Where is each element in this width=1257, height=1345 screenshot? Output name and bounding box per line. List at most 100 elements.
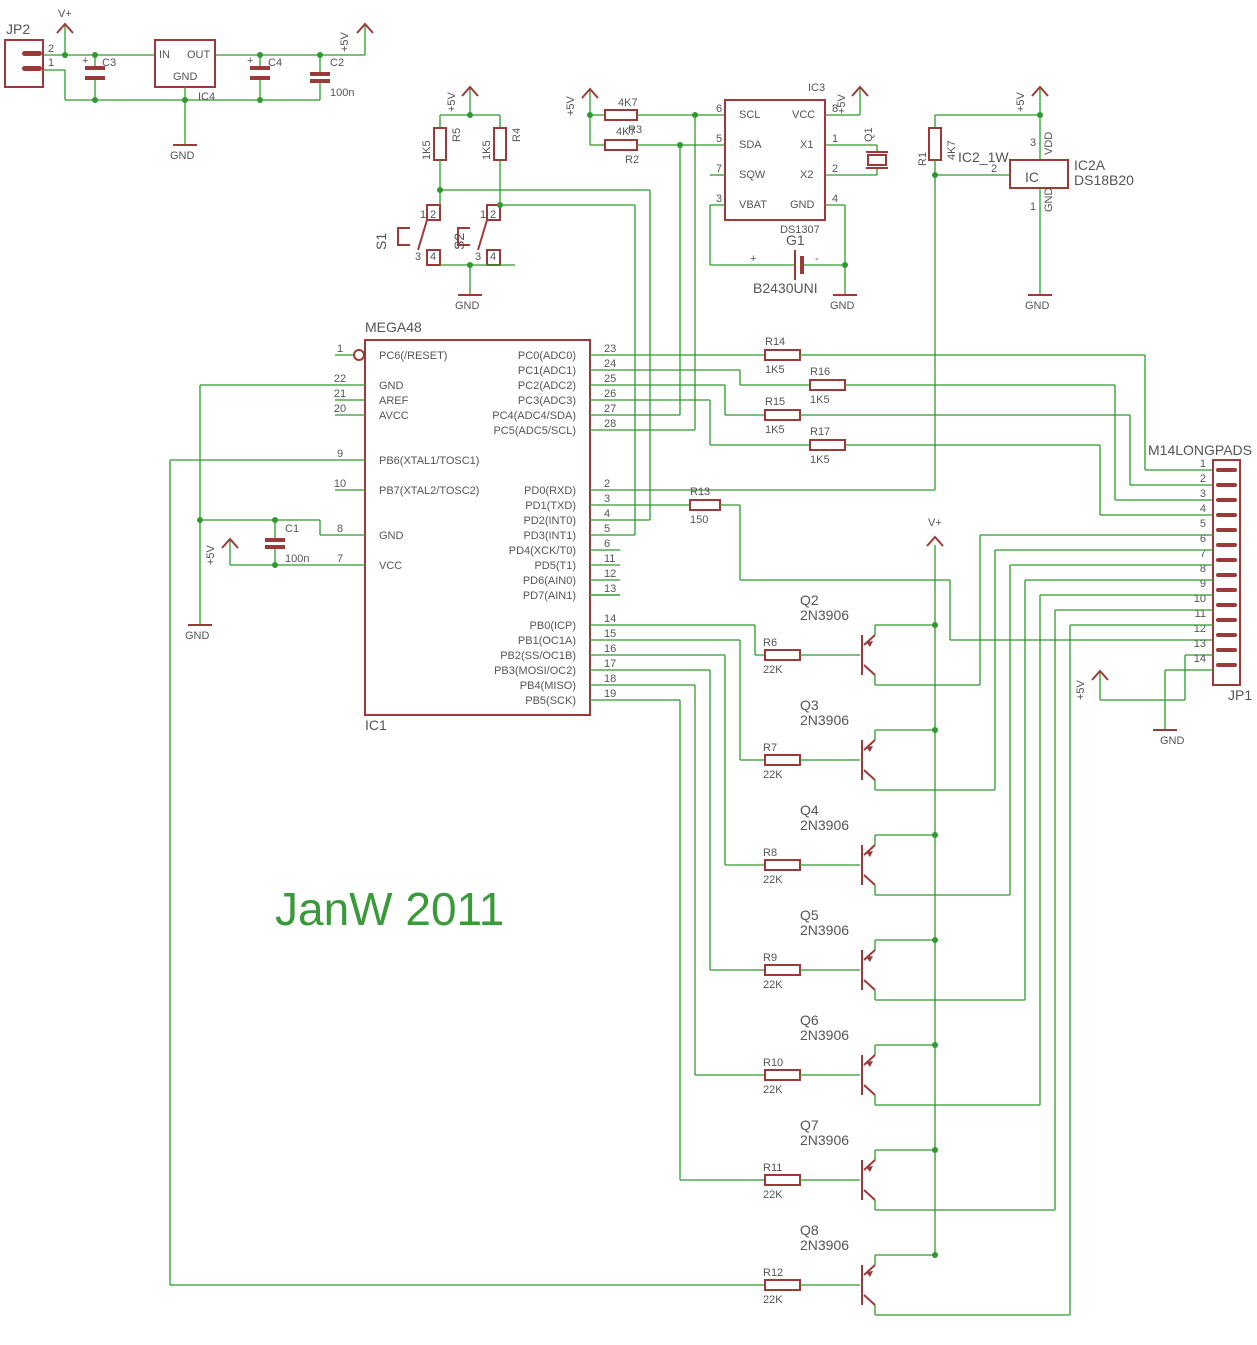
plus5v-symbol xyxy=(1091,669,1109,681)
r5-value: 1K5 xyxy=(421,140,433,160)
mcu-pin-name: PD2(INT0) xyxy=(523,515,576,527)
jp1-pin-number: 10 xyxy=(1194,593,1206,605)
ic3-pin-vbat: VBAT xyxy=(739,199,767,211)
mcu-pin-number: 26 xyxy=(604,388,616,400)
jp1-label: JP1 xyxy=(1228,687,1252,703)
pin-number: 3 xyxy=(415,251,421,263)
mcu-pin-number: 5 xyxy=(604,523,610,535)
ic3-pin-scl: SCL xyxy=(739,109,760,121)
ic2-gnd: GND xyxy=(1043,188,1055,213)
mcu-body xyxy=(364,339,591,716)
s1-lever xyxy=(417,219,428,251)
pin-number: 3 xyxy=(475,251,481,263)
ic2-part: DS18B20 xyxy=(1074,172,1134,188)
base-resistor-label: R9 xyxy=(763,952,777,964)
reset-inverter-bubble xyxy=(353,349,365,361)
pin-number: 6 xyxy=(716,103,722,115)
base-resistor-value: 22K xyxy=(763,874,783,886)
base-resistor xyxy=(764,754,801,766)
pin-number: 5 xyxy=(716,133,722,145)
jp2-pad xyxy=(22,66,42,71)
c2-label: C2 xyxy=(330,57,344,69)
q1-crystal xyxy=(867,154,887,166)
base-resistor xyxy=(764,1174,801,1186)
pin-number: 8 xyxy=(832,103,838,115)
jp1-pin-number: 1 xyxy=(1200,458,1206,470)
r13-label: R13 xyxy=(690,486,710,498)
jp1-pin-pad xyxy=(1216,633,1237,637)
jp1-pin-pad xyxy=(1216,558,1237,562)
pnp-emitter-arrow xyxy=(866,1061,873,1067)
r2-label: R2 xyxy=(625,154,639,166)
mcu-pin-name: PD3(INT1) xyxy=(523,530,576,542)
pnp-emitter-arrow xyxy=(866,851,873,857)
ic4-in-label: IN xyxy=(159,49,170,61)
jp1-pin-number: 4 xyxy=(1200,503,1206,515)
mcu-pin-number: 21 xyxy=(334,388,346,400)
gnd-label: GND xyxy=(1025,300,1050,312)
ic4-label: IC4 xyxy=(198,91,215,103)
mcu-label: IC1 xyxy=(365,717,387,733)
transistor-label: Q2 xyxy=(800,592,819,608)
jp1-pin-pad xyxy=(1216,573,1237,577)
r3-resistor xyxy=(604,109,638,121)
mcu-pin-number: 7 xyxy=(337,553,343,565)
base-resistor xyxy=(764,649,801,661)
r4-resistor xyxy=(493,127,507,161)
base-resistor-value: 22K xyxy=(763,1294,783,1306)
mcu-pin-name: PD1(TXD) xyxy=(525,500,576,512)
base-resistor-label: R11 xyxy=(763,1162,782,1174)
transistor-part: 2N3906 xyxy=(800,922,849,938)
mcu-pin-number: 10 xyxy=(334,478,346,490)
pin-number: 2 xyxy=(490,209,496,221)
jp1-pin-pad xyxy=(1216,498,1237,502)
mcu-pin-number: 8 xyxy=(337,523,343,535)
ic2a-label: IC2A xyxy=(1074,157,1106,173)
r13-value: 150 xyxy=(690,514,708,526)
mcu-pin-name: GND xyxy=(379,530,404,542)
mcu-pin-number: 22 xyxy=(334,373,346,385)
pin-number: 2 xyxy=(991,163,997,175)
mcu-pin-name: PD0(RXD) xyxy=(524,485,576,497)
s2-box xyxy=(486,204,501,221)
gnd-label: GND xyxy=(1160,735,1185,747)
jp1-pin-pad xyxy=(1216,663,1237,667)
temp-sensor-block: +5V R1 4K7 IC IC2_1W IC2A DS18B20 VDD GN… xyxy=(917,85,1134,490)
jp1-pin-number: 9 xyxy=(1200,578,1206,590)
mcu-pin-name: PD6(AIN0) xyxy=(523,575,576,587)
jp1-pin-number: 5 xyxy=(1200,518,1206,530)
c3-label: C3 xyxy=(102,57,116,69)
jp1-pin-number: 8 xyxy=(1200,563,1206,575)
pin-number: 4 xyxy=(430,251,436,263)
mcu-pin-name: AVCC xyxy=(379,410,409,422)
mcu-pin-number: 25 xyxy=(604,373,616,385)
mcu-pin-name: PD4(XCK/T0) xyxy=(509,545,576,557)
base-resistor-value: 22K xyxy=(763,1189,783,1201)
plus5v-label: +5V xyxy=(565,95,577,116)
polarity-mark: + xyxy=(750,253,756,265)
pnp-emitter-arrow xyxy=(866,1166,873,1172)
base-resistor-label: R8 xyxy=(763,847,777,859)
jp1-pin-pad xyxy=(1216,543,1237,547)
s2-actuator xyxy=(457,227,470,246)
jp1-pin-number: 7 xyxy=(1200,548,1206,560)
c1-plate xyxy=(265,538,285,542)
adc-resistor-label: R15 xyxy=(765,396,785,408)
switch-block: +5V 1K5 R5 1K5 R4 S1 1 2 3 4 S2 1 2 3 xyxy=(373,85,651,535)
jp1-body xyxy=(1212,459,1241,686)
s2-label: S2 xyxy=(451,233,467,250)
c1-plate xyxy=(265,545,285,549)
mcu-pin-name: PC1(ADC1) xyxy=(518,365,576,377)
base-resistor-value: 22K xyxy=(763,1084,783,1096)
ic2-ds18b20 xyxy=(1009,159,1069,189)
r2-value: 4K7 xyxy=(616,126,636,138)
base-resistor-label: R10 xyxy=(763,1057,783,1069)
plus5v-symbol xyxy=(221,537,239,549)
mcu-pin-number: 9 xyxy=(337,448,343,460)
base-resistor xyxy=(764,859,801,871)
plus5v-symbol xyxy=(356,22,374,34)
